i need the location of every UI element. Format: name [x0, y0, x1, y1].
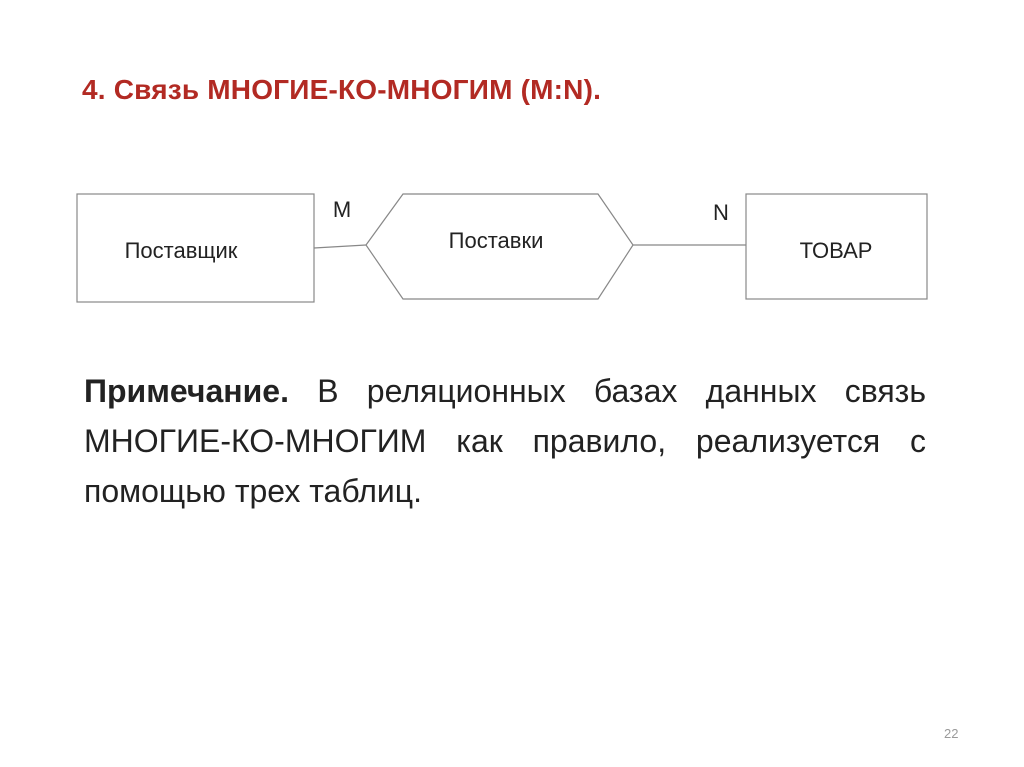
- cardinality-label-n: N: [713, 200, 729, 225]
- connector-left: [313, 244, 367, 249]
- cardinality-label-m: M: [333, 197, 351, 222]
- entity-label-supplier: Поставщик: [125, 238, 238, 263]
- relationship-label-deliveries: Поставки: [449, 228, 544, 253]
- note-lead: Примечание.: [84, 373, 289, 409]
- entity-box-goods: [745, 193, 928, 300]
- entity-box-supplier: [76, 193, 315, 303]
- note-paragraph: Примечание. В реляционных базах данных с…: [84, 366, 926, 516]
- page-number: 22: [944, 726, 959, 741]
- slide-title: 4. Связь МНОГИЕ-КО-МНОГИМ (M:N).: [82, 74, 602, 105]
- entity-label-goods: ТОВАР: [800, 238, 873, 263]
- note-text: В реляционных базах данных связь МНОГИЕ-…: [84, 373, 927, 509]
